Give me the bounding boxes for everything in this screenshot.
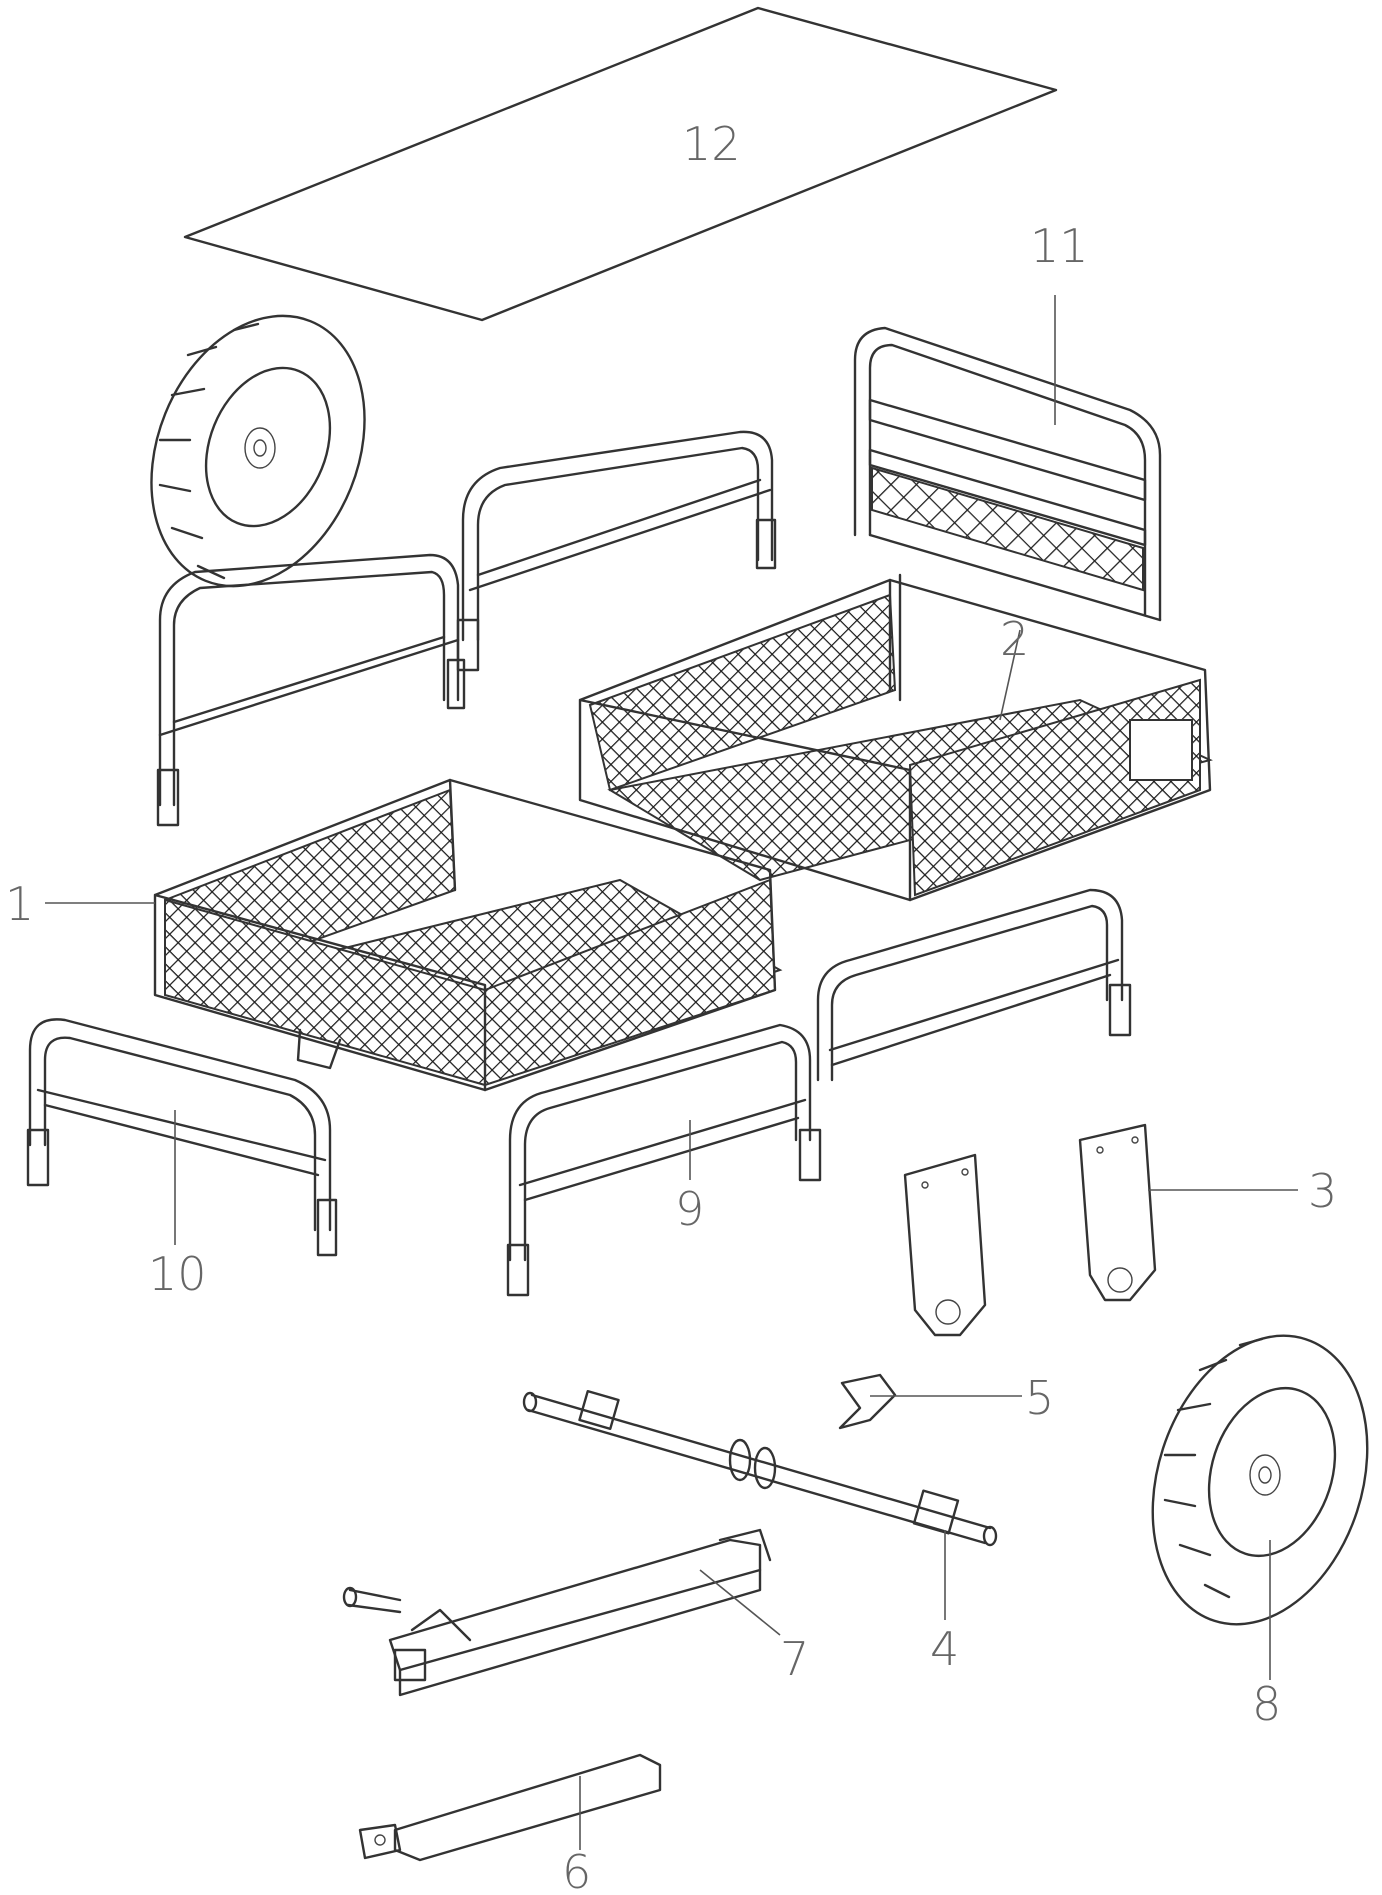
callout-4: 4 — [930, 1622, 959, 1676]
callout-8: 8 — [1252, 1677, 1281, 1731]
basket-1 — [153, 778, 783, 1092]
basket-2 — [578, 573, 1213, 902]
drawbar-6 — [358, 1753, 662, 1862]
callout-6: 6 — [562, 1845, 591, 1895]
callout-9: 9 — [675, 1182, 704, 1236]
side-rail-9 — [506, 888, 1132, 1297]
end-gate-11 — [853, 326, 1162, 622]
plates-3 — [903, 1123, 1157, 1337]
leader-lines — [45, 295, 1298, 1850]
tow-bar-7 — [342, 1528, 772, 1697]
callout-12: 12 — [682, 117, 741, 171]
callout-7: 7 — [780, 1632, 809, 1686]
callout-2: 2 — [1000, 612, 1029, 666]
side-rail-10 — [26, 1018, 338, 1257]
wheel-top-left — [150, 314, 366, 588]
callout-10: 10 — [148, 1247, 207, 1301]
callout-5: 5 — [1025, 1371, 1054, 1425]
wheel-bottom-right — [1151, 1334, 1369, 1626]
callout-11: 11 — [1030, 219, 1089, 273]
panel-12 — [183, 6, 1058, 322]
callout-1: 1 — [5, 877, 34, 931]
axle-4 — [522, 1389, 998, 1547]
callout-3: 3 — [1308, 1164, 1337, 1218]
side-rail-back-left — [156, 430, 777, 827]
clip-5 — [838, 1373, 897, 1430]
